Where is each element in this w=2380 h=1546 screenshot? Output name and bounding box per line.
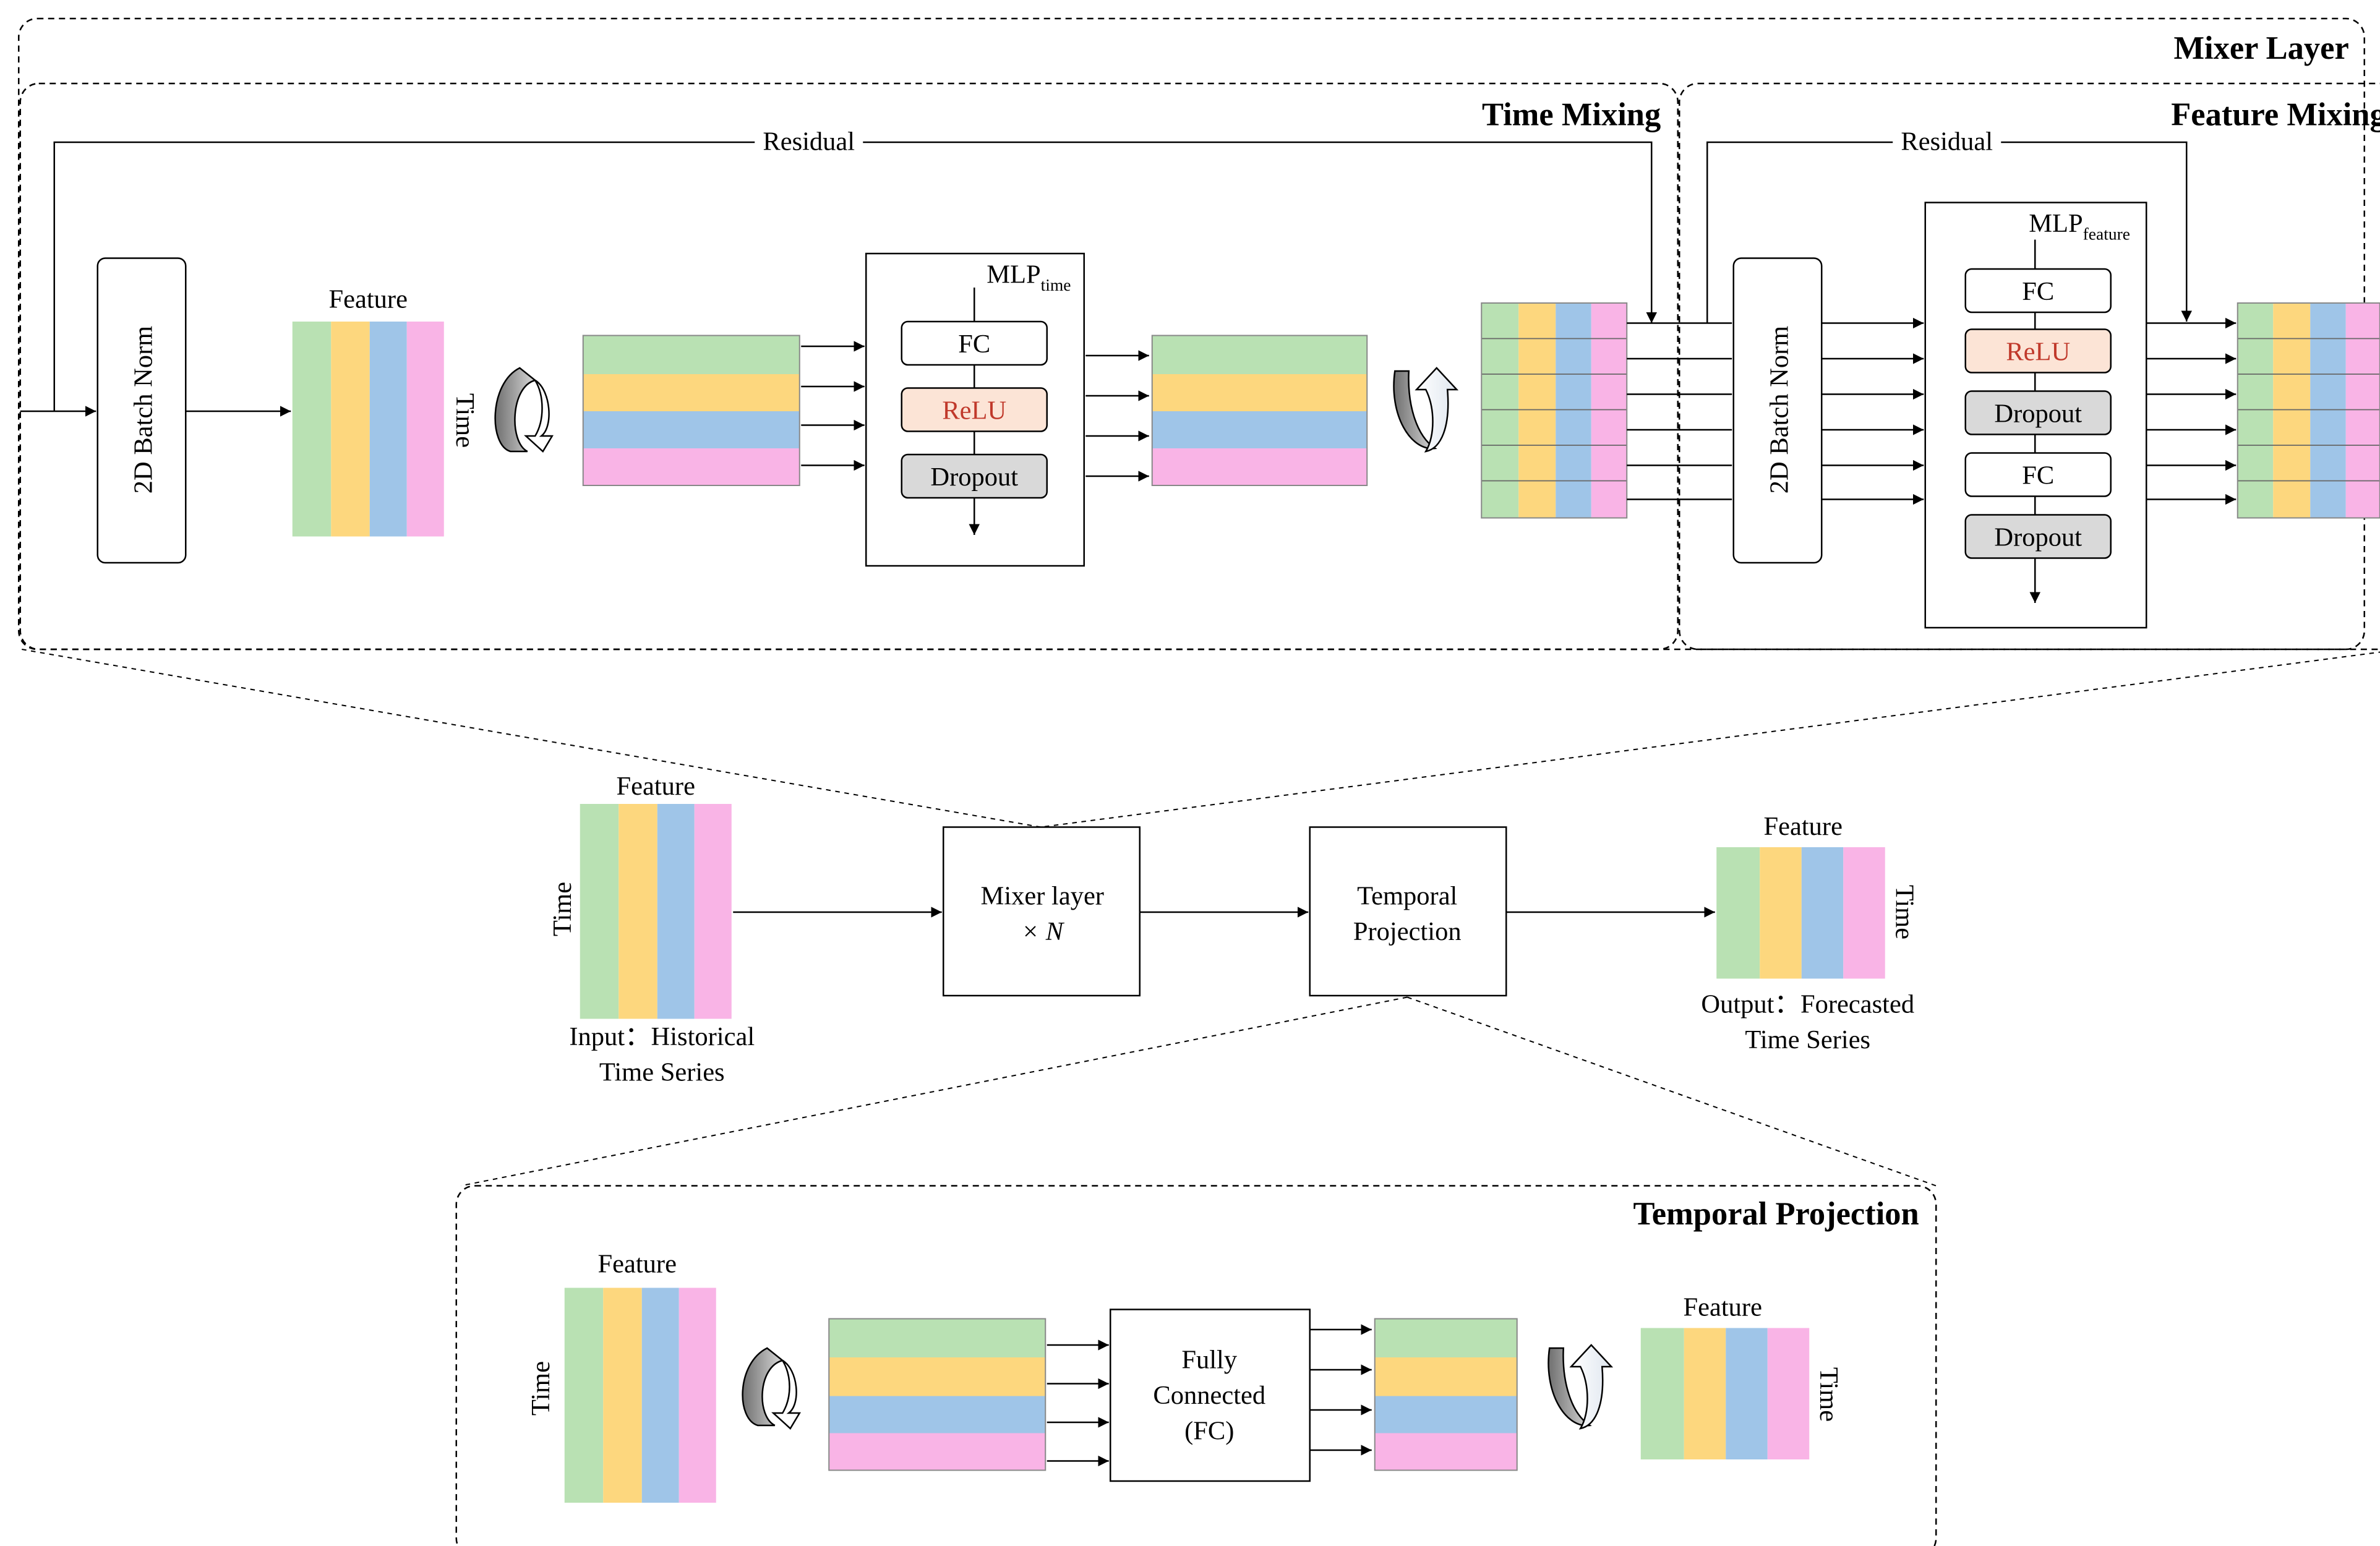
mlp-feature-dropout2-label: Dropout	[1994, 523, 2082, 552]
time-input-matrix	[292, 322, 444, 537]
mixer-layer-title: Mixer Layer	[2173, 30, 2348, 66]
main-pipeline: Feature Time Input：Historical Time Serie…	[548, 772, 1919, 1087]
time-residual-label: Residual	[763, 127, 855, 156]
input-matrix	[580, 804, 732, 1019]
mlp-feature-fc1-label: FC	[2022, 277, 2054, 306]
output-matrix	[1716, 847, 1885, 979]
tp-fc-line3: (FC)	[1184, 1417, 1234, 1446]
output-caption-line1: Output：Forecasted	[1701, 990, 1914, 1019]
time-mixing-panel: Time Mixing Residual 2D Batch Norm Featu…	[19, 82, 1679, 651]
feature-batch-norm-box	[1732, 257, 1823, 564]
time-mixing-output-matrix	[1481, 302, 1628, 519]
mlp-time-label: MLPtime	[987, 260, 1071, 295]
mlp-feature-relu-box	[1964, 328, 2112, 374]
zoom-connector-lines	[22, 649, 2380, 1187]
feature-mixing-output-matrix	[2237, 302, 2380, 519]
tp-feature-axis-label: Feature	[598, 1250, 677, 1279]
mlp-time-fc-label: FC	[958, 330, 990, 359]
mlp-feature-fc2-box	[1964, 452, 2112, 497]
input-feature-label: Feature	[617, 772, 695, 801]
tp-transpose-back-arrow-icon	[1547, 1344, 1614, 1430]
feature-mixing-title: Feature Mixing	[2171, 97, 2380, 133]
time-mlp-output-matrix	[1151, 335, 1368, 486]
time-transposed-matrix	[582, 335, 800, 486]
tp-fc-line1: Fully	[1181, 1346, 1238, 1375]
tp-input-matrix	[564, 1288, 716, 1503]
output-time-label: Time	[1890, 885, 1919, 939]
tp-output-time-label: Time	[1814, 1367, 1843, 1422]
time-batch-norm-label: 2D Batch Norm	[129, 326, 158, 493]
mlp-feature-label: MLPfeature	[2029, 209, 2130, 244]
mlp-feature-dropout2-box	[1964, 514, 2112, 559]
mlp-time-dropout-label: Dropout	[930, 463, 1018, 492]
mlp-feature-fc2-label: FC	[2022, 461, 2054, 490]
mlp-time-fc-box	[901, 320, 1048, 366]
mlp-feature-relu-label: ReLU	[2006, 338, 2070, 367]
tp-time-axis-label: Time	[526, 1361, 555, 1416]
feature-batch-norm-label: 2D Batch Norm	[1765, 326, 1794, 493]
mlp-feature-dropout1-label: Dropout	[1994, 399, 2082, 429]
tp-transposed-matrix	[828, 1318, 1047, 1471]
temporal-block-line1: Temporal	[1357, 882, 1457, 911]
tp-output-matrix	[1640, 1328, 1810, 1459]
tp-fc-output-matrix	[1374, 1318, 1518, 1471]
mlp-time-dropout-box	[901, 453, 1048, 499]
temporal-block-line2: Projection	[1353, 917, 1462, 946]
input-time-label: Time	[548, 882, 577, 936]
mlp-time-relu-label: ReLU	[942, 396, 1006, 425]
input-caption-line1: Input：Historical	[569, 1022, 755, 1051]
tp-fc-line2: Connected	[1153, 1381, 1265, 1410]
mixer-block-line2: × N	[1021, 917, 1064, 946]
time-mixing-title: Time Mixing	[1482, 97, 1661, 133]
mlp-time-relu-box	[901, 387, 1048, 432]
mixer-block-line1: Mixer layer	[981, 882, 1104, 911]
tp-output-feature-label: Feature	[1684, 1293, 1762, 1322]
transpose-arrow-icon	[494, 367, 554, 453]
temporal-projection-panel: Temporal Projection Feature Time F	[455, 1185, 1937, 1546]
transpose-back-arrow-icon	[1393, 367, 1459, 453]
time-time-axis-label: Time	[450, 393, 479, 448]
feature-mixing-panel: Feature Mixing Residual 2D Batch Norm ML…	[1627, 82, 2380, 651]
output-feature-label: Feature	[1764, 812, 1843, 841]
temporal-projection-block	[1309, 826, 1507, 997]
time-feature-axis-label: Feature	[329, 285, 408, 314]
mlp-feature-fc1-box	[1964, 268, 2112, 314]
feature-residual-label: Residual	[1901, 127, 1993, 156]
mixer-layer-block	[943, 826, 1141, 997]
tp-fc-box	[1110, 1309, 1311, 1482]
tp-transpose-arrow-icon	[742, 1347, 801, 1430]
temporal-projection-title: Temporal Projection	[1633, 1196, 1919, 1232]
output-caption-line2: Time Series	[1745, 1025, 1870, 1054]
mlp-feature-dropout1-box	[1964, 390, 2112, 435]
input-caption-line2: Time Series	[599, 1058, 725, 1087]
